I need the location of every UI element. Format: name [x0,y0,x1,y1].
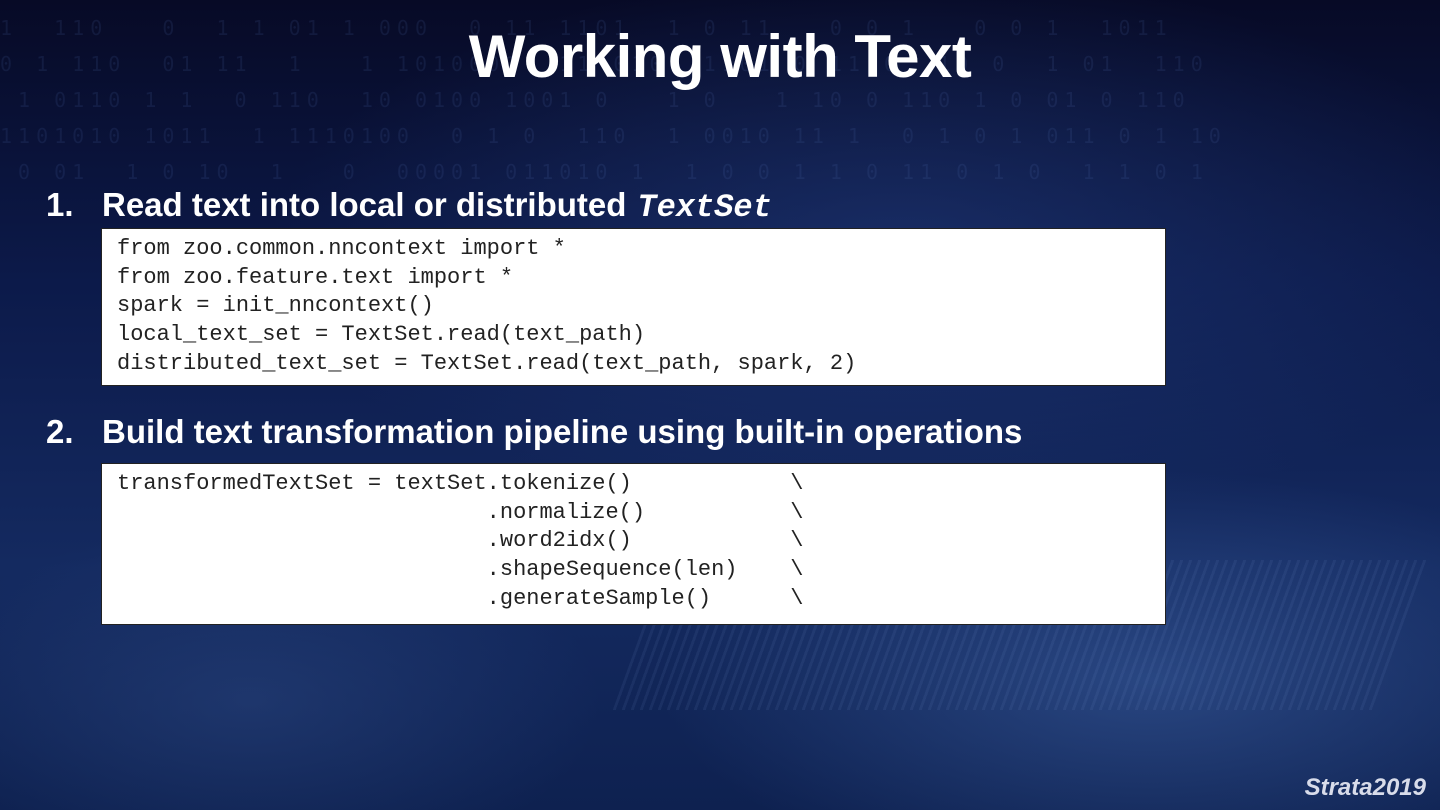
section-2-heading: 2. Build text transformation pipeline us… [46,413,1022,451]
code-line: from zoo.feature.text import * [117,264,514,290]
code-block-1: from zoo.common.nncontext import * from … [101,228,1166,386]
binary-background-pattern: 1 110 0 1 1 01 1 000 0 11 1101 1 0 11 0 … [0,16,1227,184]
code-line: transformedTextSet = textSet.tokenize() … [117,471,804,496]
section-2-number: 2. [46,413,74,450]
code-line: distributed_text_set = TextSet.read(text… [117,350,857,376]
code-line: .generateSample() \ [117,585,804,611]
section-1-heading: 1. Read text into local or distributed T… [46,186,772,226]
code-line: .word2idx() \ [117,528,804,554]
code-line: .shapeSequence(len) \ [117,557,804,583]
section-1-heading-text: Read text into local or distributed [102,186,627,223]
code-line: .normalize() \ [117,499,804,525]
slide-title: Working with Text [468,23,972,90]
code-line: from zoo.common.nncontext import * [117,236,566,261]
code-block-2: transformedTextSet = textSet.tokenize() … [101,463,1166,625]
footer-event-label: Strata2019 [1304,774,1426,801]
section-1-code-term: TextSet [637,189,772,226]
code-line: local_text_set = TextSet.read(text_path) [117,322,646,348]
code-line: spark = init_nncontext() [117,293,434,319]
section-1-number: 1. [46,186,74,223]
section-2-heading-text: Build text transformation pipeline using… [102,413,1023,450]
